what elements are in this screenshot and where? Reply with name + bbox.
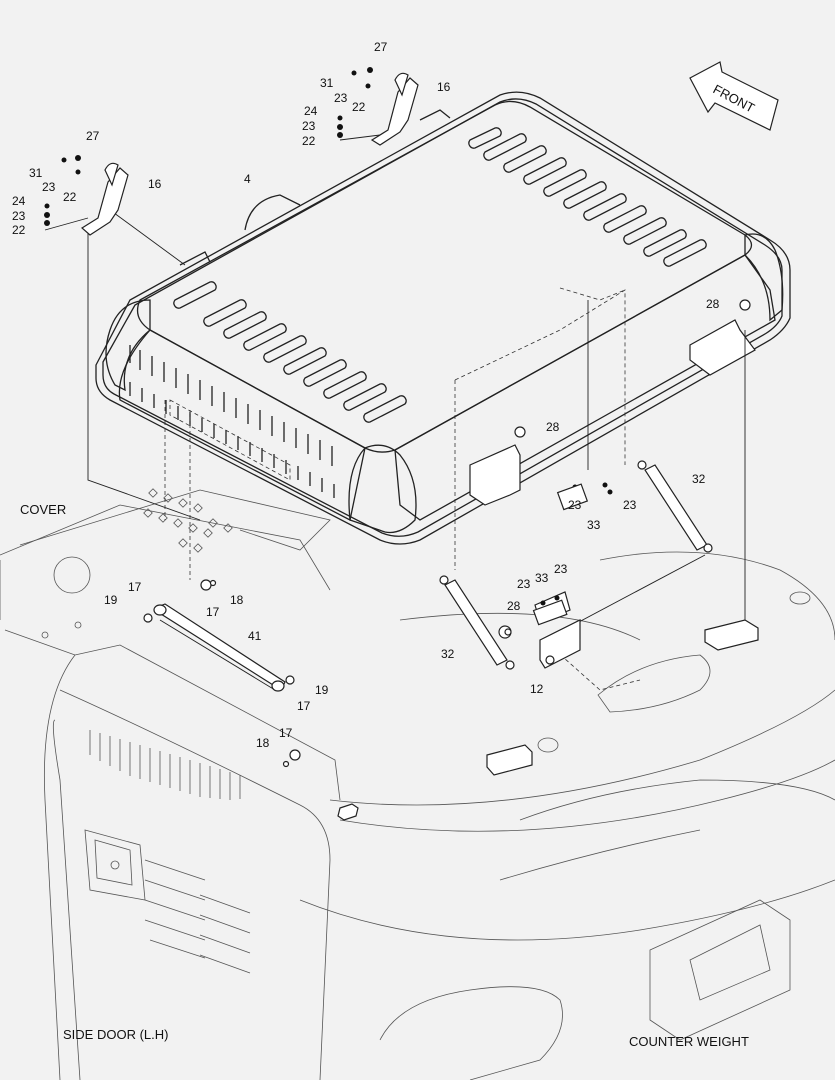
- callout-23: 23: [568, 498, 582, 512]
- callout-32: 32: [692, 472, 706, 486]
- roof-vent-slots: [129, 127, 707, 498]
- callout-27: 27: [86, 129, 100, 143]
- callout-16: 16: [148, 177, 162, 191]
- callout-28: 28: [546, 420, 560, 434]
- callout-32: 32: [441, 647, 455, 661]
- callout-22: 22: [63, 190, 77, 204]
- callout-33: 33: [587, 518, 601, 532]
- callout-23: 23: [554, 562, 568, 576]
- hardware: [44, 67, 751, 768]
- side-door-louvers: [89, 730, 251, 974]
- callout-23: 23: [12, 209, 26, 223]
- gas-springs-part-32: [439, 460, 713, 670]
- callout-41: 41: [248, 629, 262, 643]
- callout-24: 24: [12, 194, 26, 208]
- callout-17: 17: [206, 605, 220, 619]
- callout-33: 33: [535, 571, 549, 585]
- callout-17: 17: [297, 699, 311, 713]
- callout-31: 31: [320, 76, 334, 90]
- latch-part-16-right: [370, 72, 419, 146]
- callout-23: 23: [42, 180, 56, 194]
- callout-labels: 27 31 23 22 16 24 23 22 27 31 23 22 16 2…: [12, 40, 720, 750]
- callout-19: 19: [315, 683, 329, 697]
- caption-cover: COVER: [20, 502, 66, 517]
- callout-23: 23: [517, 577, 531, 591]
- callout-23: 23: [623, 498, 637, 512]
- caption-side-door: SIDE DOOR (L.H): [63, 1027, 168, 1042]
- callout-31: 31: [29, 166, 43, 180]
- callout-22: 22: [302, 134, 316, 148]
- stay-bar-part-41: [153, 603, 286, 692]
- front-direction-arrow: FRONT: [689, 61, 779, 131]
- callout-23: 23: [302, 119, 316, 133]
- callout-22: 22: [352, 100, 366, 114]
- callout-27: 27: [374, 40, 388, 54]
- callout-17: 17: [279, 726, 293, 740]
- callout-12: 12: [530, 682, 544, 696]
- callout-24: 24: [304, 104, 318, 118]
- callout-4: 4: [244, 172, 251, 186]
- roof-cover-part-4: [95, 91, 791, 545]
- caption-counter-weight: COUNTER WEIGHT: [629, 1034, 749, 1049]
- latch-part-16-left: [80, 162, 129, 236]
- callout-28: 28: [507, 599, 521, 613]
- callout-19: 19: [104, 593, 118, 607]
- callout-17: 17: [128, 580, 142, 594]
- callout-23: 23: [334, 91, 348, 105]
- cover-hole-grid: [143, 488, 233, 553]
- callout-16: 16: [437, 80, 451, 94]
- callout-18: 18: [256, 736, 270, 750]
- callout-18: 18: [230, 593, 244, 607]
- callout-22: 22: [12, 223, 26, 237]
- callout-28: 28: [706, 297, 720, 311]
- machine-body: [0, 504, 835, 1080]
